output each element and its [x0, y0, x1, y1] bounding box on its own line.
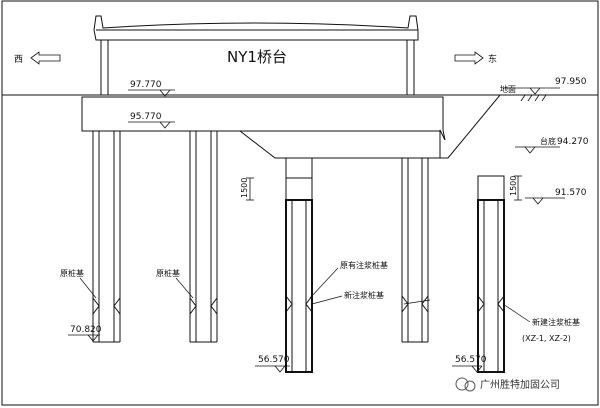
- pile-middle-new: [285, 157, 313, 373]
- watermark-text: 广州胜特加固公司: [480, 379, 560, 391]
- arrow-east-icon: [454, 51, 484, 65]
- pile-right-reinforced: [401, 158, 429, 343]
- leaders: [79, 267, 531, 323]
- elev-layer1: 94.270: [557, 137, 589, 147]
- pile-far-right-new: [477, 175, 505, 373]
- dim-a: 1500: [240, 178, 249, 198]
- pile-original-1: [92, 131, 121, 343]
- layer1-label: 台底: [540, 136, 556, 146]
- elev-ground: 97.950: [555, 77, 587, 87]
- label-ground: 地面: [500, 84, 516, 94]
- pile-original-2: [189, 131, 218, 343]
- label-existing-reinforced: 原有注浆桩基: [340, 260, 388, 270]
- elev-right-tip: 56.570: [455, 355, 487, 365]
- abutment: [93, 15, 419, 95]
- ground-hatch: [520, 94, 560, 102]
- elev-mid-tip: 56.570: [258, 355, 290, 365]
- pile-cap: [81, 96, 446, 159]
- label-east: 东: [488, 53, 497, 65]
- elev-layer2: 91.570: [555, 188, 587, 198]
- elevation-markers: [68, 87, 565, 373]
- elev-cap-bottom: 95.770: [130, 112, 162, 122]
- slope-line: [440, 94, 540, 159]
- direction-arrows: [30, 51, 484, 65]
- label-new-pile-codes: (XZ-1, XZ-2): [522, 334, 571, 343]
- label-new-reinforced: 新注浆桩基: [344, 290, 384, 300]
- label-west: 西: [14, 54, 23, 65]
- diagram-title: NY1桥台: [227, 48, 287, 66]
- dim-b: 1500: [509, 176, 518, 196]
- elev-cap-top: 97.770: [130, 80, 162, 90]
- label-original-pile-2: 原桩基: [156, 268, 180, 278]
- arrow-west-icon: [30, 51, 61, 65]
- wechat-icon: [455, 377, 469, 391]
- watermark: 广州胜特加固公司: [455, 377, 560, 392]
- dim-marks: [246, 175, 522, 201]
- label-new-pile: 新建注浆桩基: [532, 317, 580, 327]
- label-original-pile-1: 原桩基: [60, 268, 84, 278]
- elev-left-tip: 70.820: [70, 325, 102, 335]
